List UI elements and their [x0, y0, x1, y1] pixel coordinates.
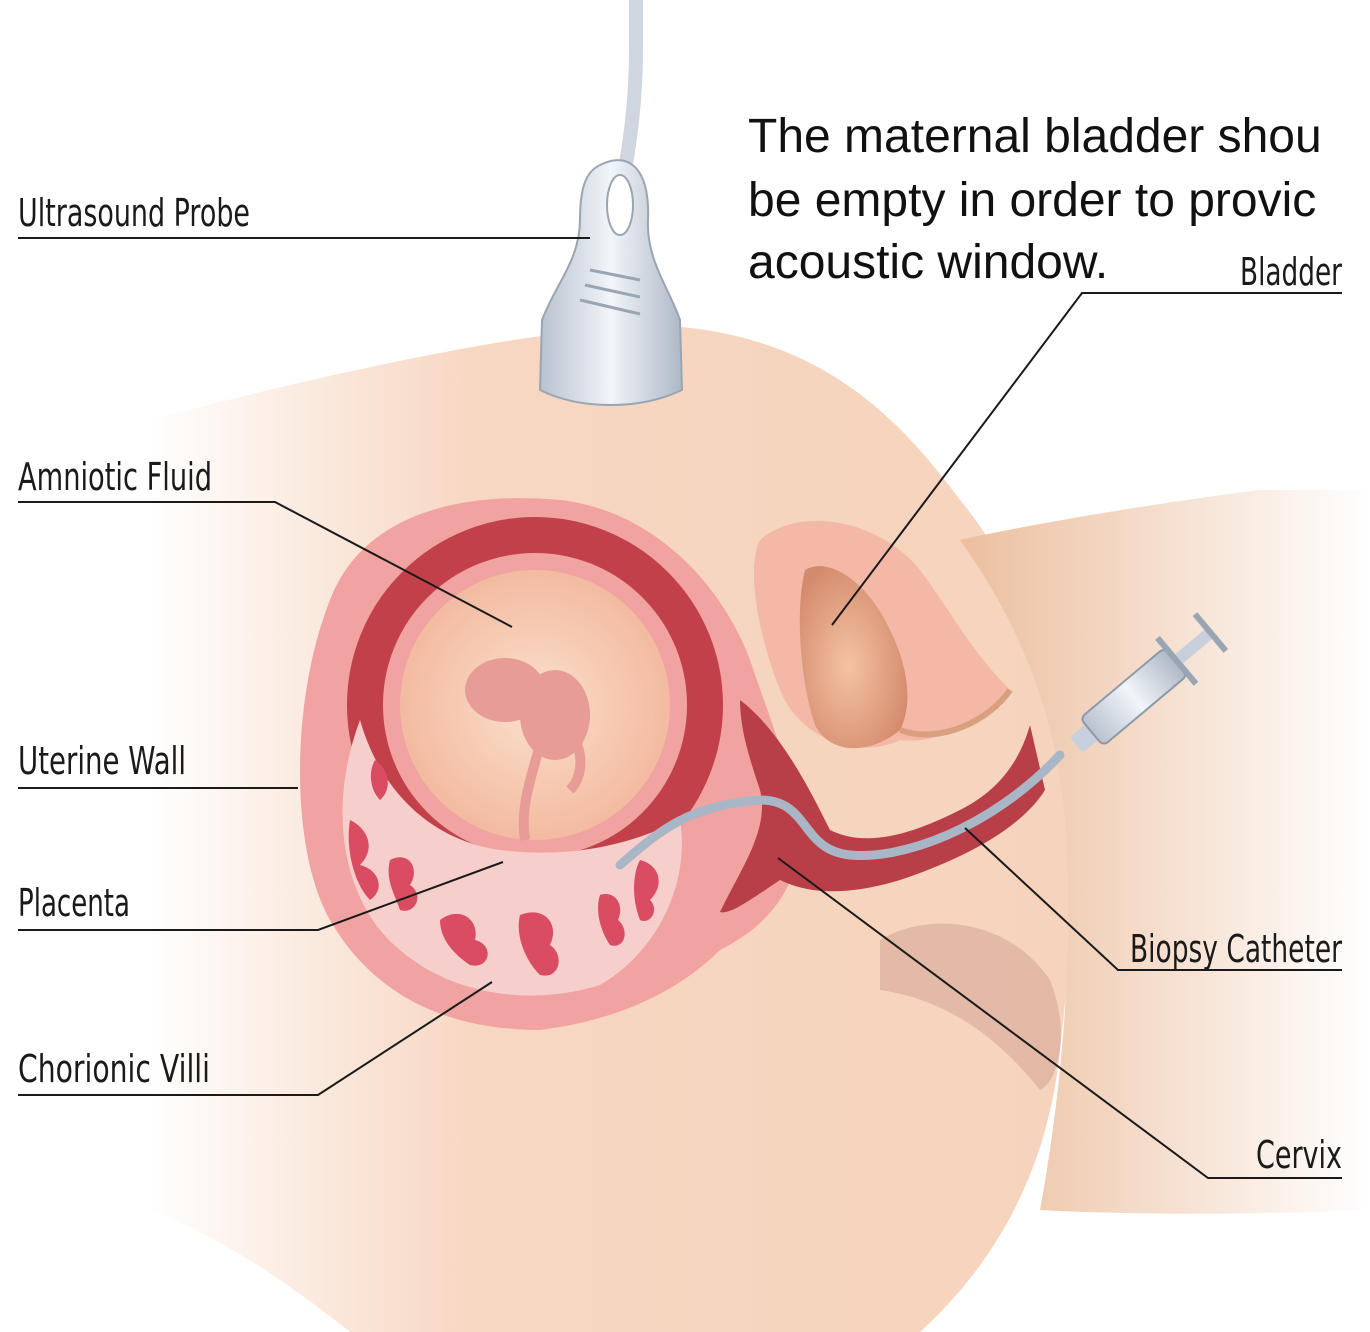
label-chorionic-villi: Chorionic Villi — [18, 1047, 210, 1091]
label-cervix: Cervix — [1256, 1133, 1342, 1177]
label-bladder: Bladder — [1240, 250, 1342, 294]
label-ultrasound-probe: Ultrasound Probe — [18, 191, 250, 235]
ultrasound-probe — [540, 0, 682, 405]
caption: The maternal bladder shou be empty in or… — [748, 110, 1322, 289]
caption-line-3: acoustic window. — [748, 236, 1108, 289]
label-biopsy-catheter: Biopsy Catheter — [1130, 927, 1342, 971]
label-amniotic-fluid: Amniotic Fluid — [18, 455, 212, 499]
caption-line-1: The maternal bladder shou — [748, 110, 1322, 163]
caption-line-2: be empty in order to provic — [748, 174, 1316, 227]
probe-cable — [625, 0, 636, 170]
label-uterine-wall: Uterine Wall — [18, 739, 186, 783]
label-placenta: Placenta — [18, 881, 130, 925]
